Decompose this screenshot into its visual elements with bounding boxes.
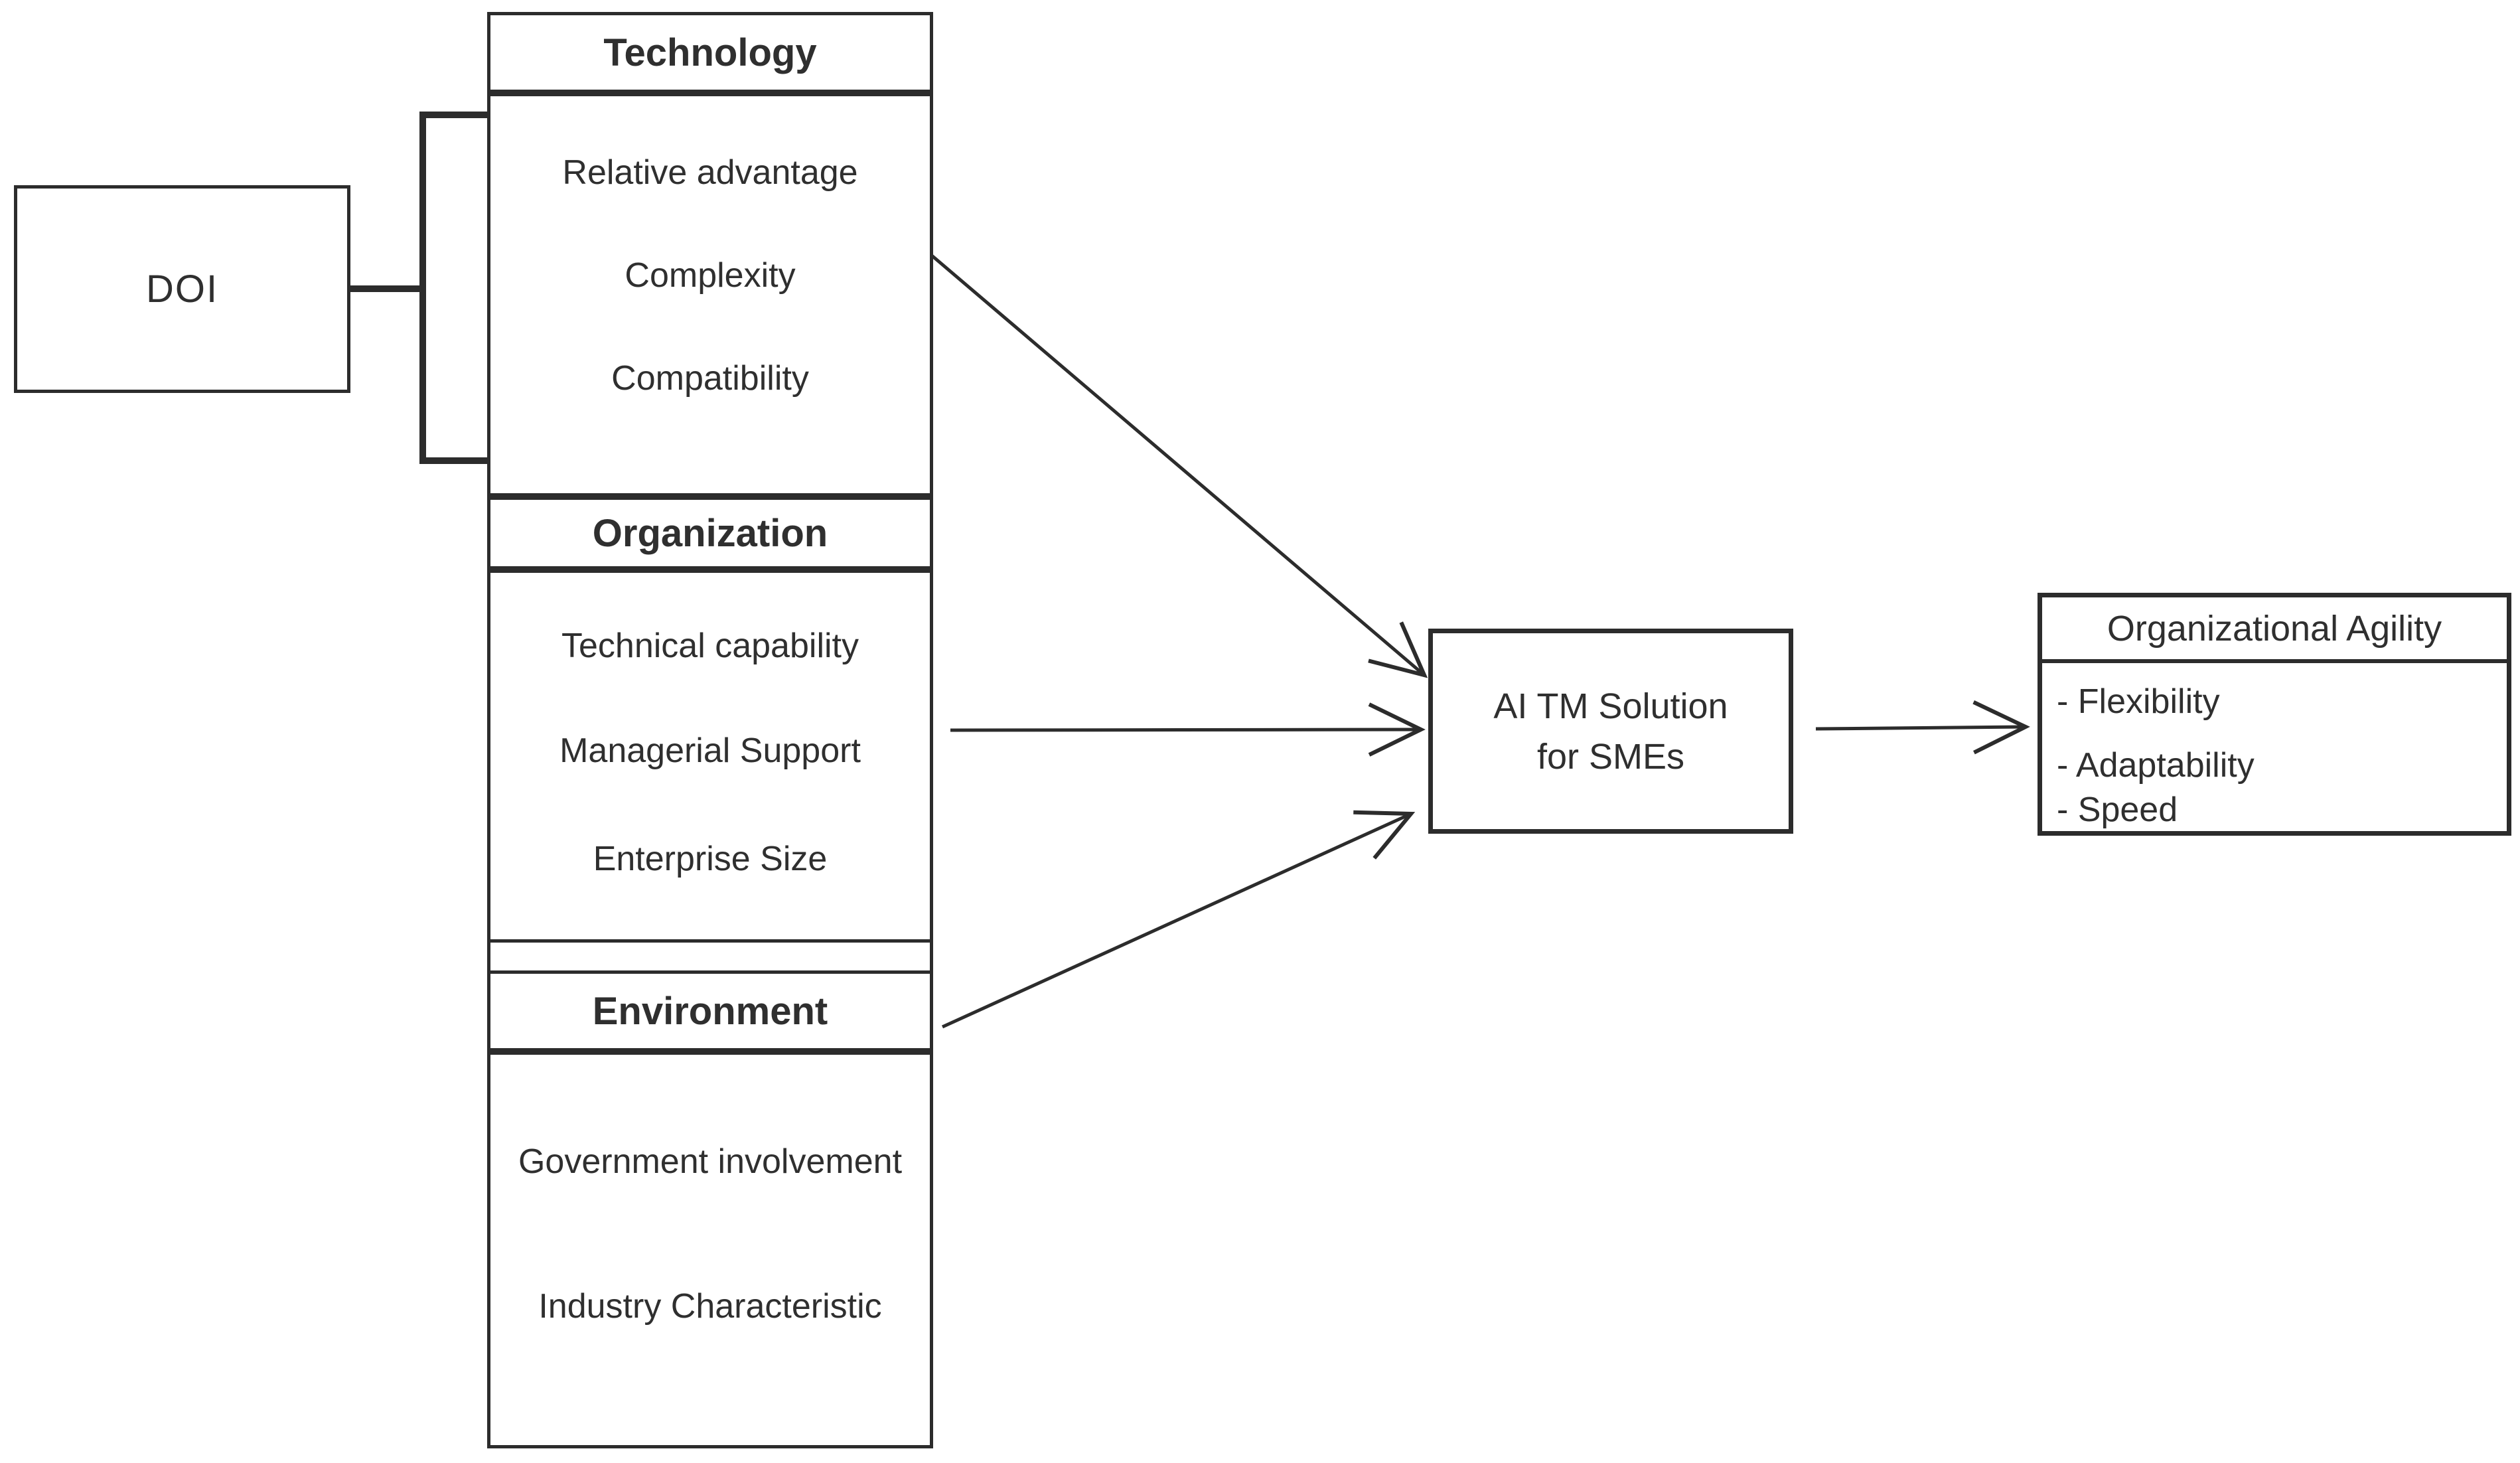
technology-body-box: Relative advantage Complexity Compatibil… <box>487 93 933 497</box>
arrow-environment-to-solution <box>941 810 1416 1029</box>
organization-header-box: Organization <box>487 497 933 570</box>
agility-header-label: Organizational Agility <box>2107 608 2442 649</box>
agility-item: - Adaptability <box>2057 746 2255 785</box>
solution-label-line2: for SMEs <box>1536 736 1685 777</box>
solution-box: AI TM Solution for SMEs <box>1428 629 1793 834</box>
technology-item: Complexity <box>625 256 796 295</box>
organization-item: Technical capability <box>561 627 859 665</box>
environment-body-box: Government involvement Industry Characte… <box>487 1051 933 1448</box>
arrow-solution-to-agility <box>1815 700 2030 755</box>
doi-box: DOI <box>14 185 350 393</box>
technology-header-box: Technology <box>487 12 933 93</box>
agility-item: - Speed <box>2057 791 2178 829</box>
arrow-technology-to-solution <box>930 254 1428 678</box>
agility-header: Organizational Agility <box>2042 597 2507 663</box>
organization-item: Managerial Support <box>559 732 861 770</box>
organization-body-box: Technical capability Managerial Support … <box>487 570 933 943</box>
environment-header-box: Environment <box>487 970 933 1051</box>
solution-label-line1: AI TM Solution <box>1493 686 1728 726</box>
technology-item: Compatibility <box>611 359 809 398</box>
environment-header-label: Environment <box>592 989 828 1033</box>
agility-item: - Flexibility <box>2057 682 2220 721</box>
agility-box: Organizational Agility - Flexibility - A… <box>2038 593 2511 836</box>
organization-item: Enterprise Size <box>593 840 828 878</box>
organization-header-label: Organization <box>592 511 828 555</box>
technology-item: Relative advantage <box>562 153 858 192</box>
environment-item: Industry Characteristic <box>538 1287 882 1326</box>
doi-label: DOI <box>145 268 219 311</box>
doi-bracket <box>419 112 487 464</box>
environment-item: Government involvement <box>518 1142 903 1181</box>
technology-header-label: Technology <box>603 31 817 74</box>
column-spacer <box>487 943 933 970</box>
